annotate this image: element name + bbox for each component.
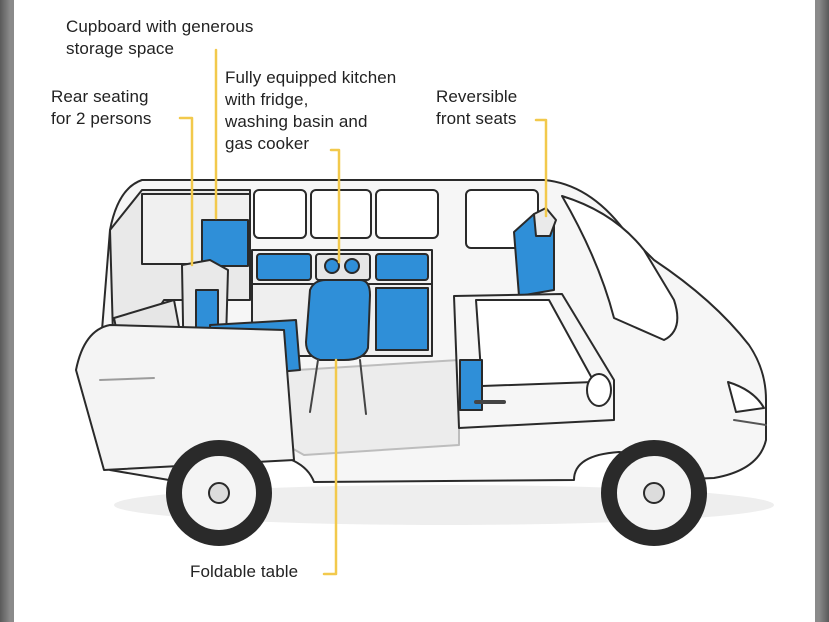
front-wheel <box>601 440 707 546</box>
burner-left <box>324 258 340 274</box>
leader-kitchen <box>329 148 341 264</box>
fridge-door <box>375 287 429 351</box>
label-front-seats: Reversible front seats <box>436 87 518 128</box>
leader-front-seats <box>534 118 548 218</box>
cupboard-blue <box>201 219 249 267</box>
label-rear-seating: Rear seating for 2 persons <box>51 87 152 128</box>
windshield <box>561 195 679 341</box>
rear-wheel <box>166 440 272 546</box>
table-leg-2 <box>359 359 367 415</box>
front-grille <box>733 419 767 426</box>
side-door-handle <box>99 377 155 381</box>
kitchen-basin <box>375 253 429 281</box>
kitchen-sink-left <box>256 253 312 281</box>
front-seat-head <box>533 207 557 237</box>
window-2 <box>310 189 372 239</box>
window-3 <box>375 189 439 239</box>
window-1 <box>253 189 307 239</box>
side-door-open <box>75 324 295 471</box>
burner-right <box>344 258 360 274</box>
table-top <box>305 279 371 361</box>
label-cupboard: Cupboard with generous storage space <box>66 17 254 58</box>
label-foldable-table: Foldable table <box>190 562 299 581</box>
label-kitchen: Fully equipped kitchen with fridge, wash… <box>225 68 397 153</box>
side-mirror <box>586 373 612 407</box>
leader-rear-seating <box>178 116 194 267</box>
headlight <box>727 381 765 413</box>
diagram-canvas: Cupboard with generous storage space Ful… <box>14 0 815 622</box>
front-door-blue <box>459 359 483 411</box>
camper-van-illustration <box>75 48 774 576</box>
leader-table <box>322 358 338 576</box>
table-leg-1 <box>309 359 319 413</box>
